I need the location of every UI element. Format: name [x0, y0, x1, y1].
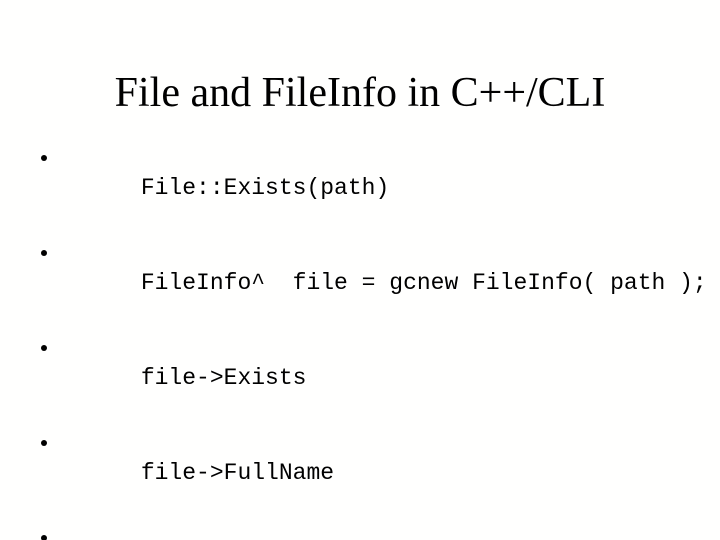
bullet-item-gcnew-fileinfo: FileInfo^ file = gcnew FileInfo( path );	[41, 238, 720, 328]
bullet-dot-icon	[41, 155, 47, 161]
bullet-dot-icon	[41, 535, 47, 540]
bullet-list: File::Exists(path) FileInfo^ file = gcne…	[0, 143, 720, 540]
bullet-item-file-length: file->Length	[41, 523, 720, 540]
bullet-text: file->FullName	[140, 460, 335, 486]
bullet-dot-icon	[41, 250, 47, 256]
bullet-item-file-arrow-exists: file->Exists	[41, 333, 720, 423]
bullet-text: FileInfo^ file = gcnew FileInfo( path );	[140, 270, 707, 296]
bullet-text: file->Exists	[140, 365, 307, 391]
bullet-dot-icon	[41, 440, 47, 446]
bullet-text: File::Exists(path)	[140, 175, 390, 201]
slide-title: File and FileInfo in C++/CLI	[114, 70, 606, 116]
bullet-item-file-exists: File::Exists(path)	[41, 143, 720, 233]
bullet-dot-icon	[41, 345, 47, 351]
bullet-item-file-fullname: file->FullName	[41, 428, 720, 518]
